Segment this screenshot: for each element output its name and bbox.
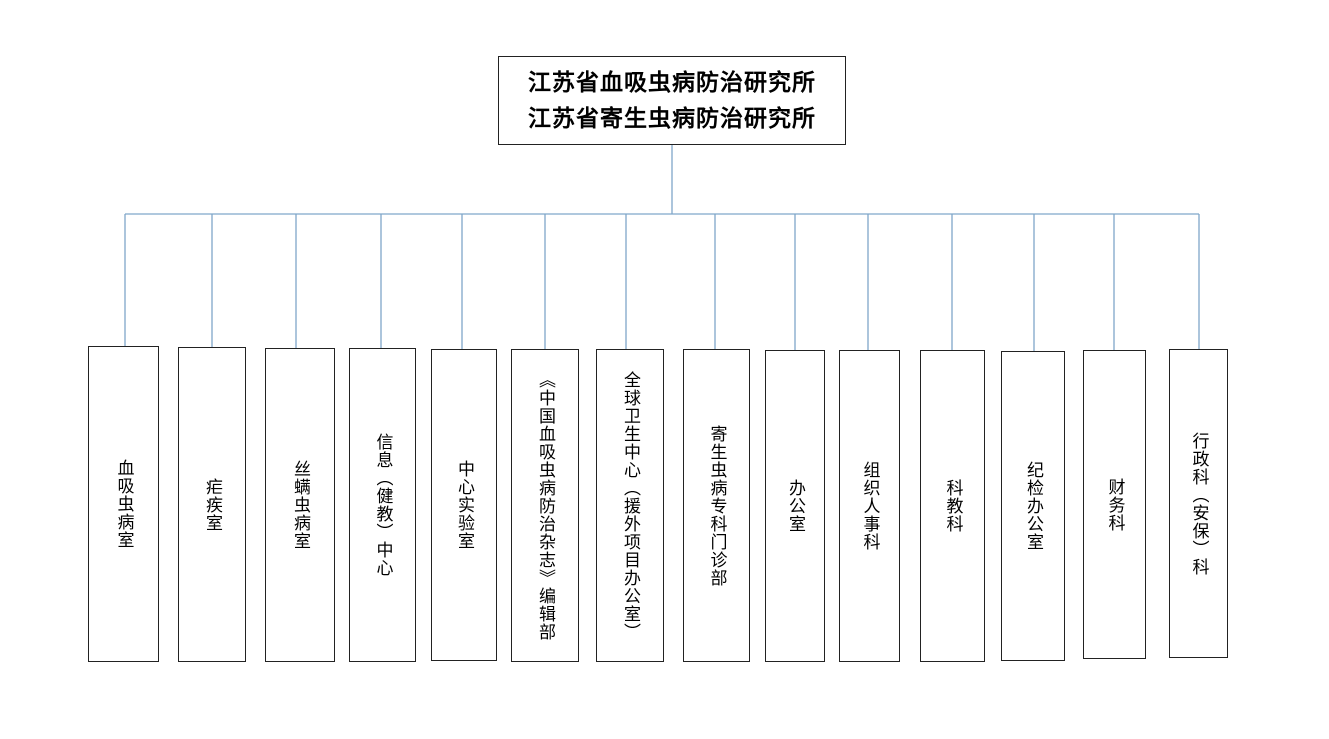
unit-node: 中心实验室 bbox=[431, 349, 497, 661]
unit-label: 办公室 bbox=[785, 479, 805, 533]
root-node: 江苏省血吸虫病防治研究所 江苏省寄生虫病防治研究所 bbox=[498, 56, 846, 145]
unit-label: 信息（健教）中心 bbox=[372, 433, 393, 577]
unit-label: 财务科 bbox=[1104, 477, 1125, 532]
unit-label: 中心实验室 bbox=[454, 460, 474, 550]
unit-node: 办公室 bbox=[765, 350, 825, 662]
unit-label: 行政科（安保）科 bbox=[1188, 431, 1209, 576]
unit-label: 疟疾室 bbox=[202, 477, 222, 532]
unit-label: 《中国血吸虫病防治杂志》编辑部 bbox=[535, 370, 555, 641]
unit-node: 信息（健教）中心 bbox=[349, 348, 416, 662]
unit-label: 血吸虫病室 bbox=[113, 459, 134, 549]
unit-node: 全球卫生中心（援外项目办公室） bbox=[596, 349, 664, 662]
unit-node: 行政科（安保）科 bbox=[1169, 349, 1228, 658]
unit-node: 丝螨虫病室 bbox=[265, 348, 335, 662]
unit-label: 寄生虫病专科门诊部 bbox=[706, 424, 727, 587]
unit-node: 组织人事科 bbox=[839, 350, 900, 662]
unit-label: 组织人事科 bbox=[859, 461, 880, 551]
root-title-line-1: 江苏省血吸虫病防治研究所 bbox=[528, 69, 816, 96]
unit-node: 科教科 bbox=[920, 350, 985, 662]
unit-node: 血吸虫病室 bbox=[88, 346, 159, 662]
unit-node: 寄生虫病专科门诊部 bbox=[683, 349, 750, 662]
unit-node: 财务科 bbox=[1083, 350, 1146, 659]
unit-label: 丝螨虫病室 bbox=[290, 460, 310, 550]
root-title-line-2: 江苏省寄生虫病防治研究所 bbox=[528, 105, 816, 132]
unit-node: 纪检办公室 bbox=[1001, 351, 1065, 661]
unit-node: 《中国血吸虫病防治杂志》编辑部 bbox=[511, 349, 579, 662]
unit-label: 纪检办公室 bbox=[1023, 461, 1043, 551]
unit-label: 全球卫生中心（援外项目办公室） bbox=[620, 370, 640, 641]
unit-label: 科教科 bbox=[942, 479, 963, 533]
unit-node: 疟疾室 bbox=[178, 347, 246, 662]
